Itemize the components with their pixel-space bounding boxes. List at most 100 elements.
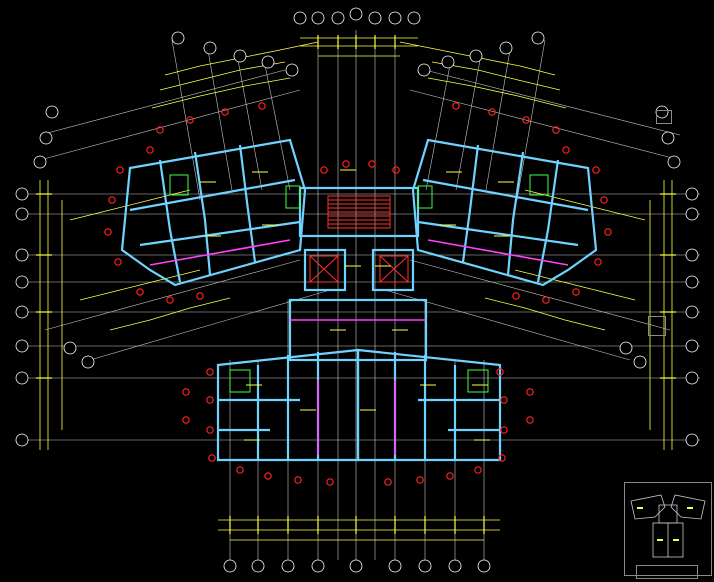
axis-bubble (203, 41, 217, 55)
axis-bubble (685, 187, 699, 201)
column-mark (474, 466, 482, 474)
walls (120, 138, 598, 462)
column-mark (206, 426, 214, 434)
axis-bubble (407, 11, 421, 25)
axis-bubble (171, 31, 185, 45)
annotation-text-marks (200, 169, 514, 441)
axis-bubble (45, 105, 59, 119)
axis-bubble (331, 11, 345, 25)
dimension-chains (39, 37, 673, 541)
axis-bubble (15, 248, 29, 262)
axis-bubble (285, 63, 299, 77)
column-mark (542, 296, 550, 304)
column-mark (166, 296, 174, 304)
column-mark (500, 426, 508, 434)
column-mark (552, 126, 560, 134)
central-stair (327, 195, 391, 229)
axis-bubble (619, 341, 633, 355)
column-mark (320, 166, 328, 174)
axis-bubble (349, 7, 363, 21)
axis-bubble (261, 55, 275, 69)
axis-bubble (311, 11, 325, 25)
axis-bubble (685, 275, 699, 289)
column-mark (604, 228, 612, 236)
column-mark (156, 126, 164, 134)
elevator-shafts (309, 255, 409, 283)
column-mark (498, 454, 506, 462)
column-mark (108, 196, 116, 204)
green-fixtures (169, 174, 549, 393)
column-mark (526, 388, 534, 396)
axis-bubble (685, 433, 699, 447)
axis-bubble (349, 559, 363, 573)
axis-bubble (15, 371, 29, 385)
structural-columns (104, 102, 612, 486)
column-mark (592, 166, 600, 174)
column-mark (392, 166, 400, 174)
axis-bubble (477, 559, 491, 573)
axis-bubble (281, 559, 295, 573)
column-mark (416, 476, 424, 484)
column-mark (182, 388, 190, 396)
column-mark (446, 472, 454, 480)
axis-bubble (469, 49, 483, 63)
axis-bubbles (15, 7, 699, 573)
axis-bubble (667, 155, 681, 169)
axis-grid-lines (20, 30, 700, 560)
column-mark (264, 472, 272, 480)
axis-bubble (633, 355, 647, 369)
axis-bubble (499, 41, 513, 55)
axis-bubble (251, 559, 265, 573)
column-mark (258, 102, 266, 110)
axis-bubble (418, 559, 432, 573)
key-plan-thumbnail (624, 482, 712, 576)
column-mark (146, 146, 154, 154)
axis-bubble (531, 31, 545, 45)
axis-bubble (441, 55, 455, 69)
partition-accents (149, 239, 569, 455)
axis-bubble (661, 131, 675, 145)
column-mark (342, 160, 350, 168)
column-mark (488, 108, 496, 116)
column-mark (221, 108, 229, 116)
axis-bubble (685, 371, 699, 385)
column-mark (512, 292, 520, 300)
column-mark (116, 166, 124, 174)
column-mark (572, 288, 580, 296)
column-mark (136, 288, 144, 296)
axis-bubble (81, 355, 95, 369)
column-mark (526, 416, 534, 424)
axis-bubble (15, 187, 29, 201)
column-mark (600, 196, 608, 204)
detail-tag-right (648, 316, 666, 336)
column-mark (522, 116, 530, 124)
axis-bubble (293, 11, 307, 25)
axis-bubble (388, 11, 402, 25)
column-mark (186, 116, 194, 124)
column-mark (206, 368, 214, 376)
column-mark (562, 146, 570, 154)
column-mark (208, 454, 216, 462)
axis-bubble (233, 49, 247, 63)
column-mark (326, 478, 334, 486)
axis-bubble (15, 207, 29, 221)
column-mark (294, 476, 302, 484)
axis-bubble (368, 11, 382, 25)
key-plan-drawing (630, 494, 706, 558)
detail-tag-top-right (656, 110, 672, 124)
column-mark (182, 416, 190, 424)
axis-bubble (685, 339, 699, 353)
axis-bubble (63, 341, 77, 355)
axis-bubble (448, 559, 462, 573)
column-mark (496, 368, 504, 376)
axis-bubble (685, 305, 699, 319)
axis-bubble (311, 559, 325, 573)
axis-bubble (33, 155, 47, 169)
axis-bubble (685, 207, 699, 221)
axis-bubble (388, 559, 402, 573)
axis-bubble (685, 248, 699, 262)
axis-bubble (39, 131, 53, 145)
column-mark (368, 160, 376, 168)
